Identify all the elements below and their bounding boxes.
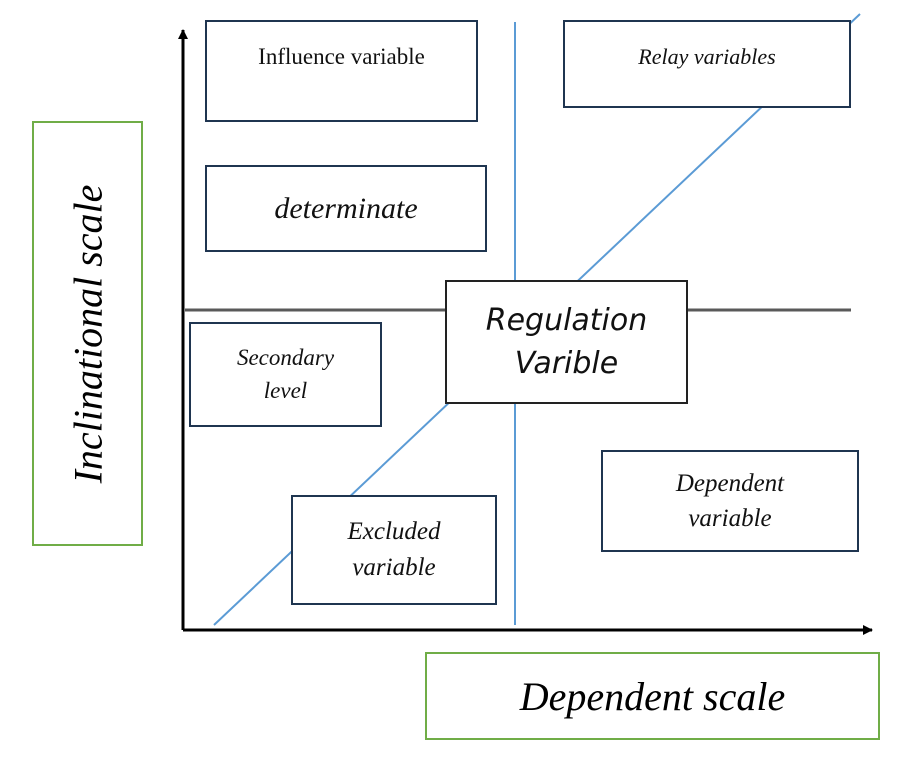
inclinational-scale-label-box: Inclinational scale bbox=[32, 121, 143, 546]
dependent-variable-box: Dependent variable bbox=[601, 450, 859, 552]
secondary-label-line2: level bbox=[263, 377, 308, 403]
relay-variables-label: Relay variables bbox=[638, 44, 776, 69]
regulation-variable-box: Regulation Varible bbox=[445, 280, 688, 404]
influence-variable-box: Influence variable bbox=[205, 20, 478, 122]
relay-variables-box: Relay variables bbox=[563, 20, 851, 108]
secondary-level-box: Secondary level bbox=[189, 322, 382, 427]
excluded-label-line2: variable bbox=[352, 554, 436, 581]
regulation-label-line1: Regulation bbox=[485, 302, 648, 338]
dependent-scale-label-box: Dependent scale bbox=[425, 652, 880, 740]
dependent-label-line1: Dependent bbox=[675, 470, 785, 497]
excluded-label-line1: Excluded bbox=[347, 517, 441, 545]
y-axis-label: Inclinational scale bbox=[65, 184, 110, 483]
excluded-variable-box: Excluded variable bbox=[291, 495, 497, 605]
influence-variable-label: Influence variable bbox=[258, 44, 425, 69]
determinate-label: determinate bbox=[274, 191, 418, 225]
determinate-box: determinate bbox=[205, 165, 487, 252]
secondary-label-line1: Secondary bbox=[236, 345, 335, 371]
dependent-label-line2: variable bbox=[688, 505, 772, 532]
x-axis-label: Dependent scale bbox=[519, 673, 786, 719]
regulation-label-line2: Varible bbox=[514, 346, 619, 381]
